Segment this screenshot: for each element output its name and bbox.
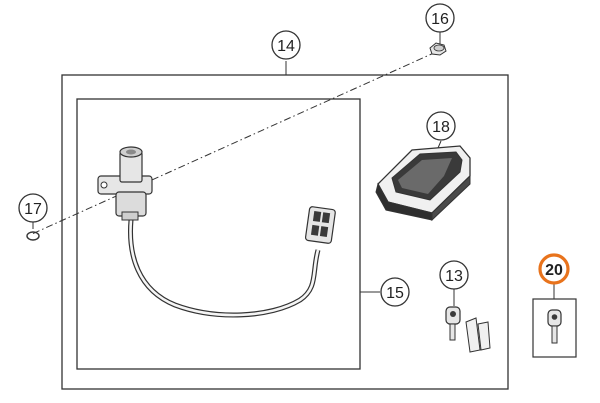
callout-20-label: 20	[545, 262, 563, 279]
spare-key-part	[547, 309, 562, 344]
assembly-axis-line	[31, 51, 437, 235]
callout-13-label: 13	[445, 268, 463, 285]
callout-16[interactable]: 16	[425, 3, 455, 33]
callout-18[interactable]: 18	[426, 111, 456, 141]
ignition-lock-part	[97, 146, 336, 318]
callout-16-label: 16	[431, 11, 449, 28]
callout-15[interactable]: 15	[380, 277, 410, 307]
callout-13[interactable]: 13	[439, 260, 469, 290]
callout-17[interactable]: 17	[18, 193, 48, 223]
callout-18-label: 18	[432, 119, 450, 136]
callout-17-label: 17	[24, 201, 42, 218]
callout-15-label: 15	[386, 285, 404, 302]
o-ring-part	[26, 231, 40, 241]
leader-lines	[32, 32, 555, 306]
key-set-part	[445, 306, 491, 353]
callout-14[interactable]: 14	[271, 30, 301, 60]
callout-20-highlighted[interactable]: 20	[538, 253, 570, 285]
screw-part	[429, 42, 447, 56]
inner-harness-frame	[76, 98, 361, 370]
callout-14-label: 14	[277, 38, 295, 55]
outer-kit-frame	[61, 74, 509, 390]
control-unit-part	[375, 145, 471, 222]
